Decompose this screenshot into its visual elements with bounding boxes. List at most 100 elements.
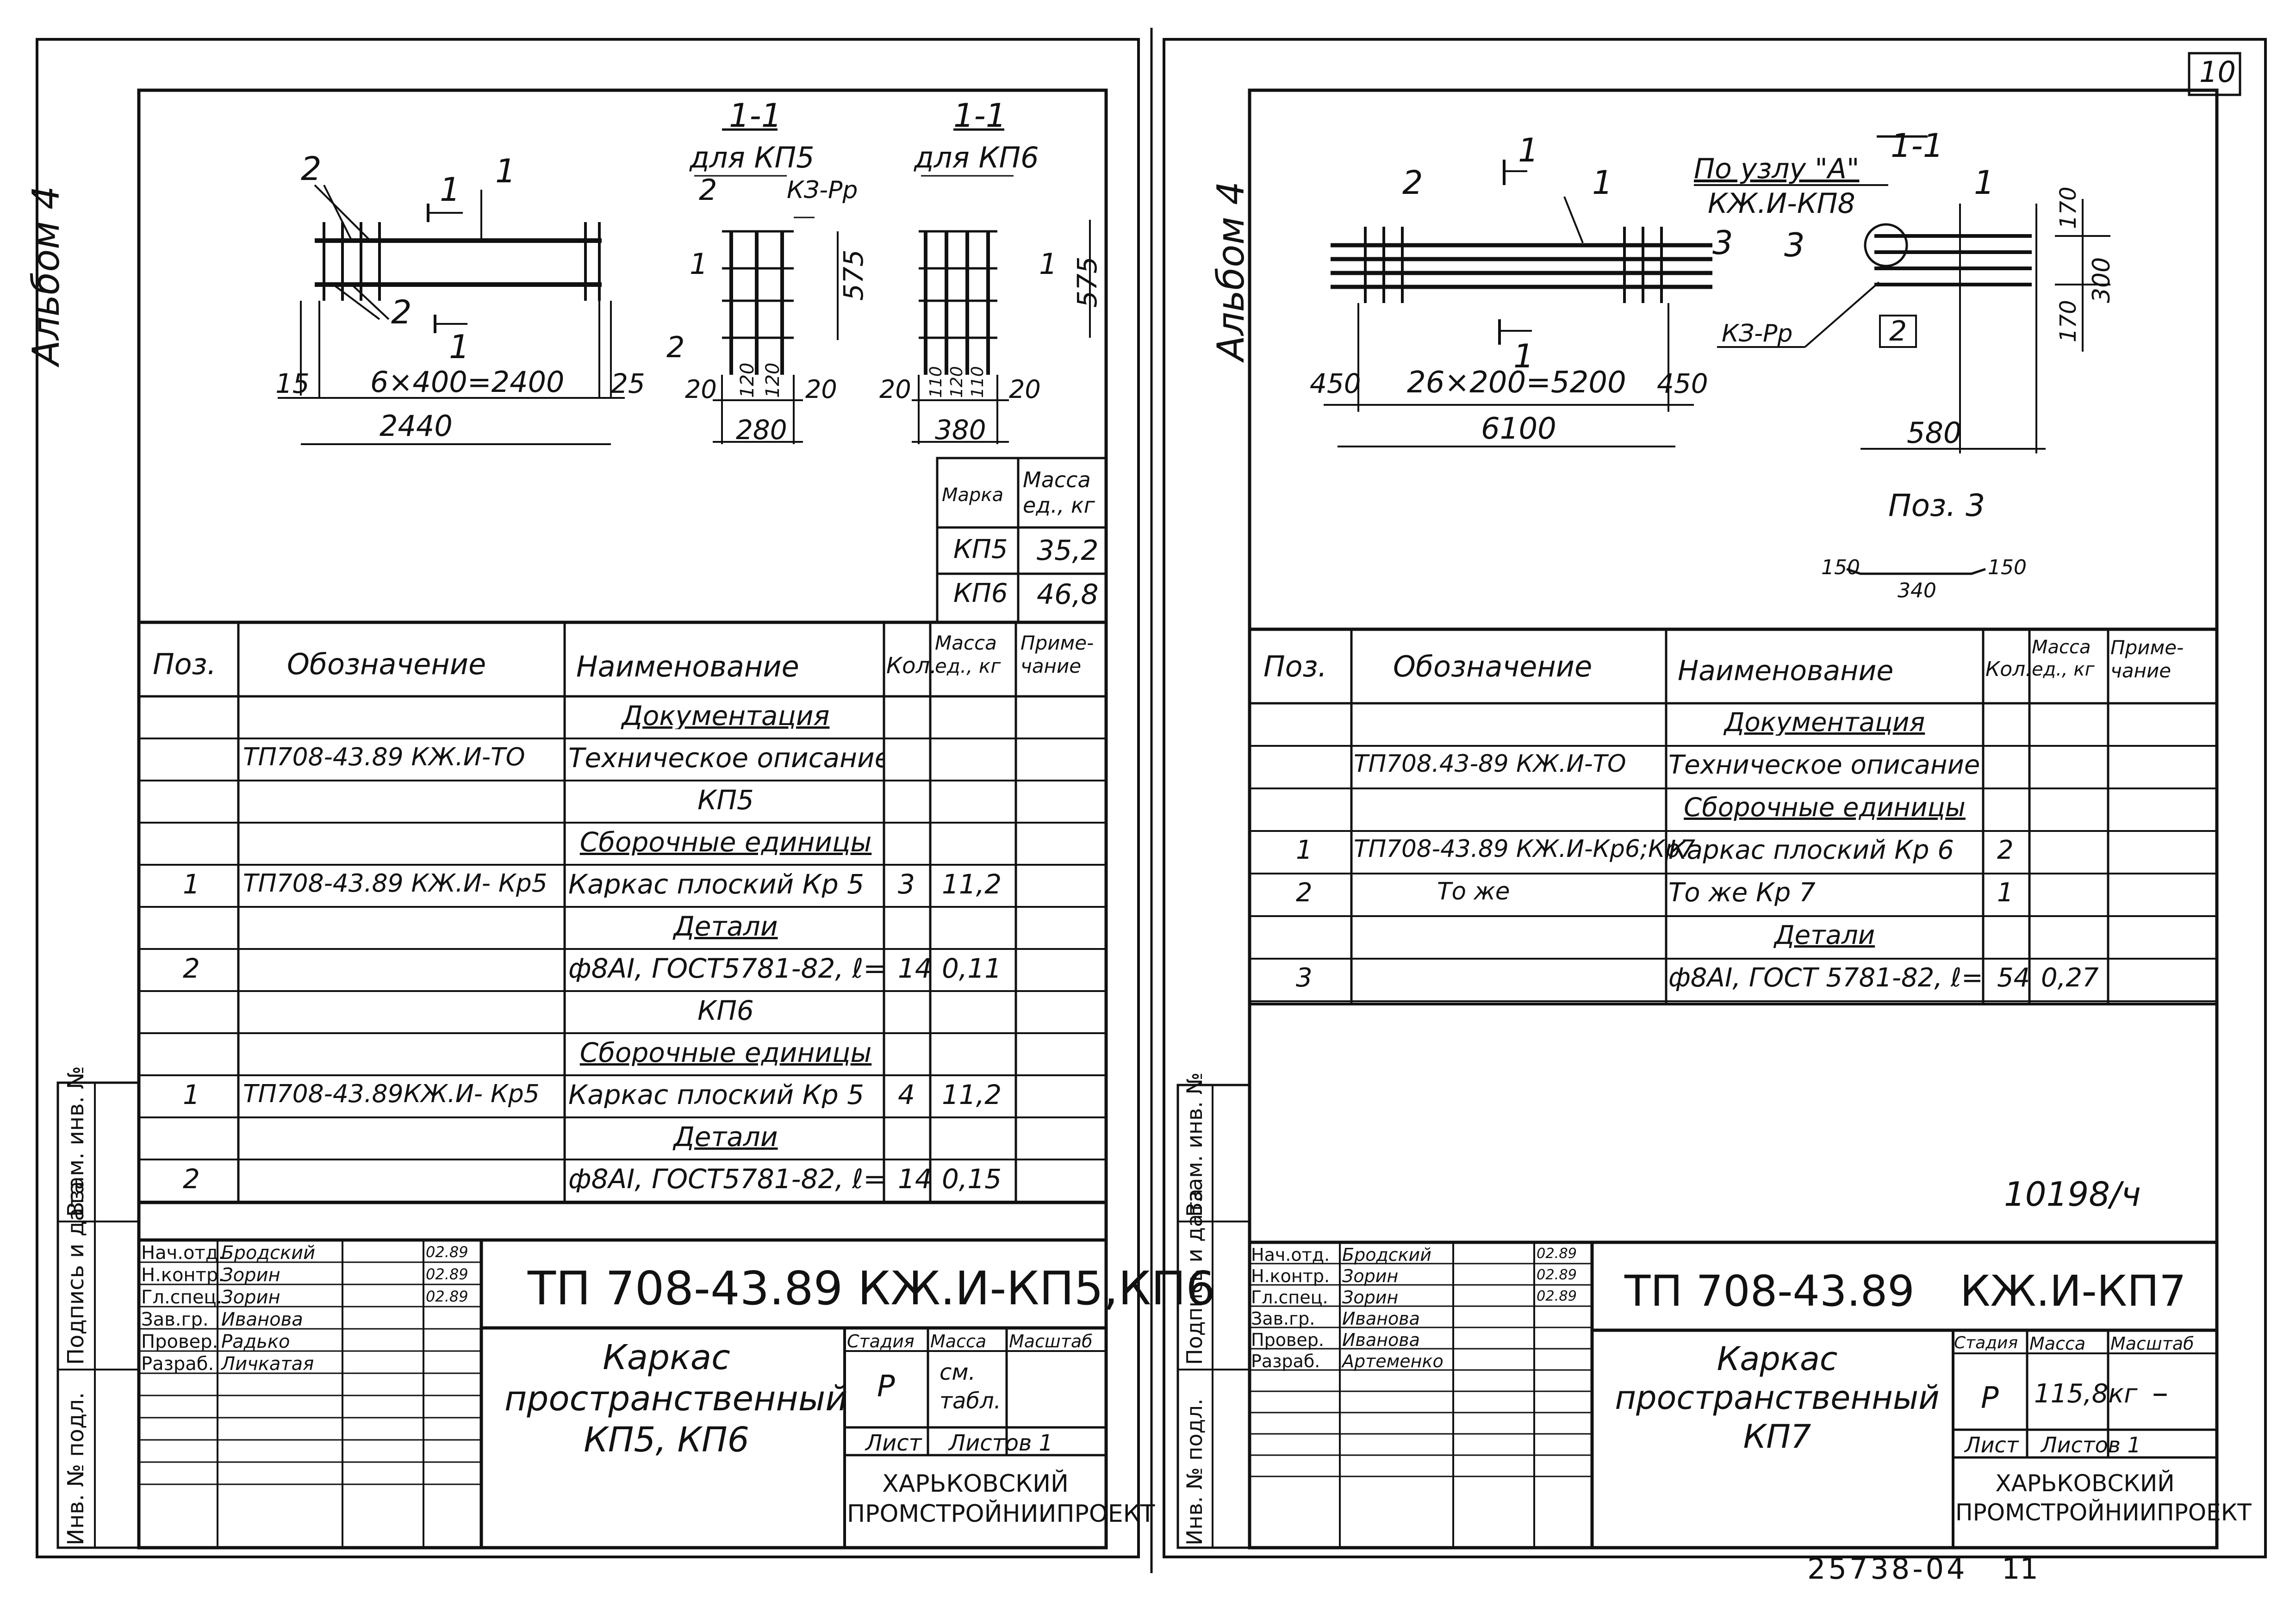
spec-qty: 1 xyxy=(1997,878,2014,908)
stamp-name: Личкатая xyxy=(221,1353,314,1375)
left-h-mass: Масса ед., кг xyxy=(935,632,1001,678)
right-node-ref: По узлу "А" xyxy=(1694,153,1860,185)
right-sec-pos2: 2 xyxy=(1879,315,1917,348)
right-album-label: Альбом 4 xyxy=(1209,181,1252,361)
left-dim-span: 6×400=2400 xyxy=(370,365,565,399)
spec-name: ф8АI, ГОСТ 5781-82, ℓ=340 xyxy=(1668,965,1981,991)
spec-name: Каркас плоский Кр 5 xyxy=(568,870,864,898)
left-sec2-d110: 110 xyxy=(927,366,946,398)
stamp-name: Иванова xyxy=(221,1309,303,1330)
right-sec-kz: КЗ-Рр xyxy=(1722,320,1793,347)
left-dim-left: 15 xyxy=(275,368,310,399)
left-pos-2-bottom: 2 xyxy=(391,293,412,331)
left-cut-1-top: 1 xyxy=(440,171,460,209)
right-poz3-a: 150 xyxy=(1821,556,1860,579)
left-sec1-d120b: 120 xyxy=(762,362,784,398)
left-sec1-title: 1-1 xyxy=(729,97,782,135)
left-sec1-pos1: 1 xyxy=(690,247,708,281)
left-section-kp5 xyxy=(694,128,839,444)
stamp-name: Иванова xyxy=(1342,1330,1420,1350)
spec-name: ф8АI, ГОСТ5781-82, ℓ=380 xyxy=(568,1165,883,1192)
right-stamp-code-a: ТП 708-43.89 xyxy=(1624,1266,1915,1316)
left-stamp-h-stage: Стадия xyxy=(847,1331,915,1352)
spec-qty: 4 xyxy=(898,1079,915,1110)
right-side-inv: Инв. № подл. xyxy=(1182,1398,1207,1545)
spec-code: ТП708.43-89 КЖ.И-ТО xyxy=(1354,750,1626,778)
spec-code: ТП708-43.89 КЖ.И- Кр5 xyxy=(243,868,548,898)
stamp-role: Разраб. xyxy=(141,1353,214,1375)
left-sec1-h: 575 xyxy=(838,249,869,301)
left-h-code: Обозначение xyxy=(287,647,486,681)
spec-code: ТП708-43.89 КЖ.И-ТО xyxy=(243,742,525,771)
left-pos-1-top: 1 xyxy=(495,152,516,190)
right-sec-pos1: 1 xyxy=(1974,164,1995,202)
spec-code: ТП708-43.89КЖ.И- Кр5 xyxy=(243,1079,540,1108)
spec-name: КП6 xyxy=(697,997,754,1024)
spec-mass: 0,15 xyxy=(942,1163,1002,1195)
spec-pos: 1 xyxy=(1296,835,1313,865)
left-mass-r1-mark: КП5 xyxy=(953,534,1008,564)
spec-name: КП5 xyxy=(697,786,754,813)
left-album-label: Альбом 4 xyxy=(25,186,68,366)
left-h-note: Приме-чание xyxy=(1020,632,1094,678)
stamp-date: 02.89 xyxy=(1537,1246,1577,1262)
stamp-date: 02.89 xyxy=(426,1265,468,1283)
spec-qty: 14 xyxy=(898,952,932,984)
left-sec2-d20a: 20 xyxy=(879,375,911,404)
stamp-role: Зав.гр. xyxy=(141,1309,209,1330)
right-stamp-title: Каркас пространственный КП7 xyxy=(1615,1340,1940,1456)
spec-name: Каркас плоский Кр 5 xyxy=(568,1081,864,1108)
left-dim-right: 25 xyxy=(611,368,645,399)
right-pos-3: 3 xyxy=(1712,224,1733,262)
spec-name: Сборочные единицы xyxy=(1684,795,1966,821)
right-dim-right: 450 xyxy=(1657,368,1708,399)
spec-name: ф8АI, ГОСТ5781-82, ℓ=280 xyxy=(568,955,883,982)
spec-pos: 1 xyxy=(183,868,200,900)
left-sec1-d20a: 20 xyxy=(685,375,717,404)
right-stamp-mass: 115,8кг xyxy=(2034,1379,2138,1409)
right-note: 10198/ч xyxy=(2004,1175,2141,1214)
left-sec2-h: 575 xyxy=(1071,256,1103,308)
right-dim-left: 450 xyxy=(1310,368,1361,399)
stamp-date: 02.89 xyxy=(1537,1288,1577,1304)
left-stamp-h-scale: Масштаб xyxy=(1009,1331,1093,1352)
left-section-kp6 xyxy=(912,128,1091,444)
left-mass-h-mass: Масса ед., кг xyxy=(1023,467,1095,518)
spec-name: Документация xyxy=(622,702,830,729)
stamp-name: Зорин xyxy=(221,1287,280,1308)
spec-mass: 0,27 xyxy=(2041,963,2099,993)
left-stamp-stage: Р xyxy=(877,1370,895,1404)
left-dim-total: 2440 xyxy=(380,409,453,443)
left-mass-r1-val: 35,2 xyxy=(1037,534,1099,567)
right-dim-span: 26×200=5200 xyxy=(1407,366,1626,400)
page-number: 10 xyxy=(2199,55,2236,89)
right-h-mass: Масса ед., кг xyxy=(2032,637,2095,680)
spec-qty: 54 xyxy=(1997,963,2030,993)
right-section xyxy=(1694,135,2110,575)
left-sec1-kz: КЗ-Рр xyxy=(787,176,858,204)
stamp-role: Н.контр. xyxy=(141,1265,224,1286)
left-sec2-pos1: 1 xyxy=(1039,247,1058,281)
spec-code: ТП708-43.89 КЖ.И-Кр6;Кр7 xyxy=(1354,835,1695,863)
left-stamp-org: ХАРЬКОВСКИЙ ПРОМСТРОЙНИИПРОЕКТ xyxy=(847,1470,1155,1528)
right-sec-title: 1-1 xyxy=(1891,127,1944,165)
right-stamp-sheets: Листов 1 xyxy=(2041,1432,2141,1457)
right-cut-bot: 1 xyxy=(1513,337,1534,375)
left-sec2-d110b: 110 xyxy=(968,366,987,398)
stamp-name: Радько xyxy=(221,1331,290,1352)
stamp-name: Зорин xyxy=(1342,1266,1399,1286)
stamp-name: Зорин xyxy=(1342,1287,1399,1308)
spec-name: Детали xyxy=(673,1123,778,1150)
bottom-page: 11 xyxy=(2002,1552,2038,1586)
stamp-role: Разраб. xyxy=(1251,1351,1320,1371)
stamp-role: Нач.отд. xyxy=(141,1242,224,1264)
right-dim-total: 6100 xyxy=(1481,412,1556,446)
spec-name: Каркас плоский Кр 6 xyxy=(1668,837,1954,863)
stamp-name: Артеменко xyxy=(1342,1351,1444,1371)
stamp-name: Бродский xyxy=(1342,1245,1431,1265)
left-sec2-title: 1-1 xyxy=(953,97,1007,135)
left-sec2-total: 380 xyxy=(935,414,986,446)
left-pos-2-top: 2 xyxy=(301,150,322,188)
right-d300: 300 xyxy=(2088,257,2116,303)
spec-name: Техническое описание xyxy=(568,744,883,771)
